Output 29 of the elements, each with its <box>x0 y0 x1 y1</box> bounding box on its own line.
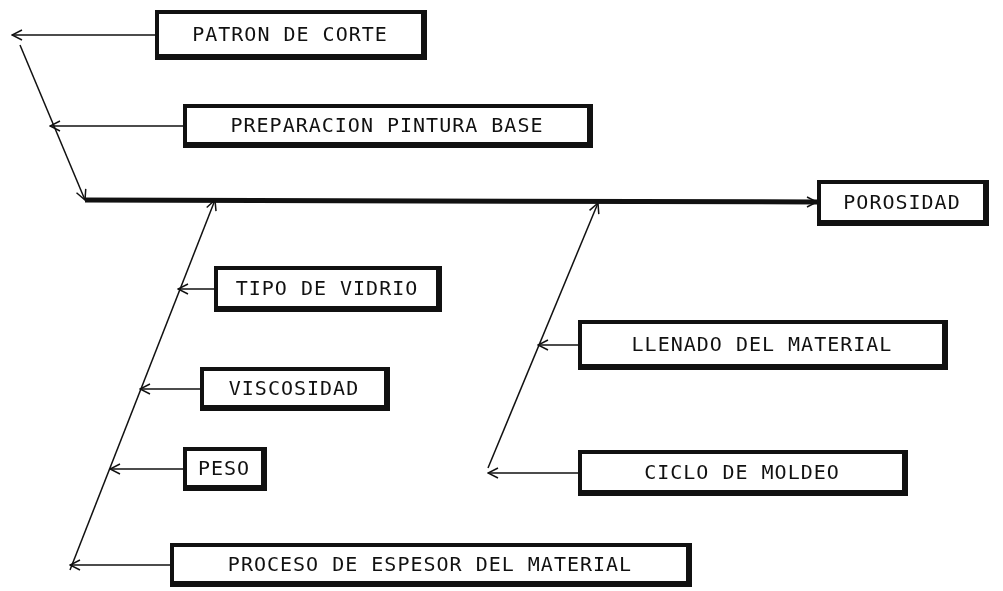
cause-box <box>578 450 908 496</box>
box-label: PESO <box>197 456 251 480</box>
arrow <box>11 29 156 41</box>
arrow <box>69 559 171 571</box>
fishbone-rib <box>487 202 600 469</box>
cause-box <box>183 447 267 491</box>
box-label: TIPO DE VIDRIO <box>235 276 419 300</box>
box-label: PATRON DE CORTE <box>192 22 388 46</box>
box-label: PREPARACION PINTURA BASE <box>230 113 544 137</box>
box-label: CICLO DE MOLDEO <box>644 460 840 484</box>
arrow <box>487 467 579 479</box>
cause-box <box>817 180 989 226</box>
arrow <box>139 383 201 395</box>
box-label: POROSIDAD <box>843 190 961 214</box>
cause-box <box>214 266 442 312</box>
arrow <box>85 196 818 208</box>
box-label: VISCOSIDAD <box>228 376 360 400</box>
arrow <box>177 283 215 295</box>
arrow <box>49 120 184 132</box>
arrow <box>109 463 184 475</box>
cause-box <box>155 10 427 60</box>
cause-box <box>170 543 692 587</box>
box-label: PROCESO DE ESPESOR DEL MATERIAL <box>227 552 633 576</box>
arrow <box>537 339 579 351</box>
cause-box <box>183 104 593 148</box>
cause-box <box>200 367 390 411</box>
fishbone-rib <box>19 44 87 201</box>
cause-box <box>578 320 948 370</box>
box-label: LLENADO DEL MATERIAL <box>631 332 893 356</box>
